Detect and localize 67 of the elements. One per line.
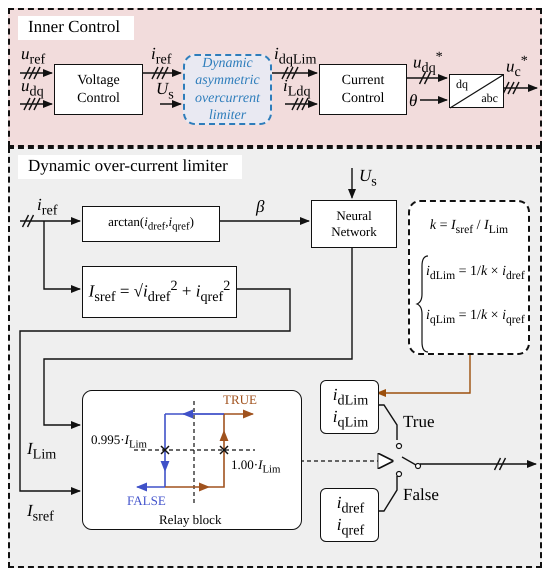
threshold-label: 1.00·I$_{Lim}$	[231, 458, 280, 476]
edge-label: I$_{sref}$	[26, 502, 55, 524]
edge-label: i$_{dqLim}$	[273, 45, 318, 67]
edge-label: I$_{Lim}$	[26, 440, 58, 462]
block-label: Voltage Control	[76, 72, 121, 107]
edge-label: U$_{s}$	[155, 80, 175, 102]
control-block	[319, 64, 407, 115]
edge-label: β	[255, 198, 266, 215]
signal-label: i$_{dLim}$	[332, 386, 370, 409]
edge-label: θ	[408, 92, 418, 109]
arrow	[140, 66, 182, 80]
equation-box	[408, 200, 530, 355]
edge-label: u$_{ref}$	[20, 45, 46, 67]
limiter-block	[183, 54, 272, 125]
block-label: dq	[456, 78, 468, 92]
equation-block	[82, 266, 237, 318]
state-label: TRUE	[223, 393, 257, 408]
state-label: FALSE	[127, 494, 166, 508]
edge-label: i$_{ref}$	[150, 45, 172, 67]
edge-label: u$_{dq}$	[20, 77, 45, 99]
signal-label: i$_{dref}$	[336, 494, 366, 517]
signal-box	[320, 488, 379, 542]
arrow	[19, 66, 53, 80]
relay-block	[82, 390, 302, 530]
arrow	[19, 288, 291, 495]
arrow	[348, 168, 356, 199]
signal-label: i$_{qLim}$	[332, 408, 370, 431]
panel-title: Inner Control	[18, 16, 134, 40]
arrow	[300, 452, 394, 470]
inner-control-panel	[8, 8, 542, 147]
equation: k = I$_{sref}$ / I$_{Lim}$	[428, 218, 510, 237]
arrow	[43, 221, 81, 293]
equation: i$_{dLim}$ = 1/k × i$_{dref}$	[426, 264, 526, 283]
connector-line	[377, 404, 398, 440]
edge-label: i$_{ref}$	[36, 196, 58, 218]
equation: i$_{qLim}$ = 1/k × i$_{qref}$	[426, 308, 526, 327]
edge-label: False	[402, 486, 440, 503]
connector-line	[377, 476, 398, 512]
block-label: abc	[481, 92, 498, 106]
arrow	[501, 81, 538, 95]
arrow	[376, 353, 471, 397]
limiter-panel	[8, 147, 542, 568]
arrow	[419, 457, 537, 471]
arrow	[43, 246, 353, 429]
panel-title: Dynamic over-current limiter	[18, 155, 242, 179]
network-block	[311, 200, 397, 248]
block-label: Relay block	[159, 513, 222, 528]
edge-label: i$_{Ldq}$	[282, 77, 312, 99]
edge-label: U$_{s}$	[358, 167, 378, 189]
block-label: Neural Network	[330, 208, 378, 240]
arrow	[160, 100, 182, 108]
edge-label: True	[402, 413, 436, 430]
arrow	[19, 97, 53, 111]
arrow	[218, 217, 310, 225]
function-block	[82, 206, 220, 242]
arrow	[19, 214, 81, 228]
block-label: arctan(i$_{dref}$,i$_{qref}$)	[108, 214, 194, 234]
block-label: Dynamic asymmetric overcurrent limiter	[194, 54, 262, 124]
arrow	[269, 66, 318, 80]
signal-box	[320, 380, 379, 434]
threshold-label: 0.995·I$_{Lim}$	[91, 433, 147, 452]
arrow	[404, 71, 448, 85]
arrow	[284, 97, 318, 111]
block-label: Current Control	[340, 72, 386, 107]
control-block	[54, 64, 143, 115]
signal-label: i$_{qref}$	[336, 516, 366, 539]
arrow	[420, 96, 448, 104]
